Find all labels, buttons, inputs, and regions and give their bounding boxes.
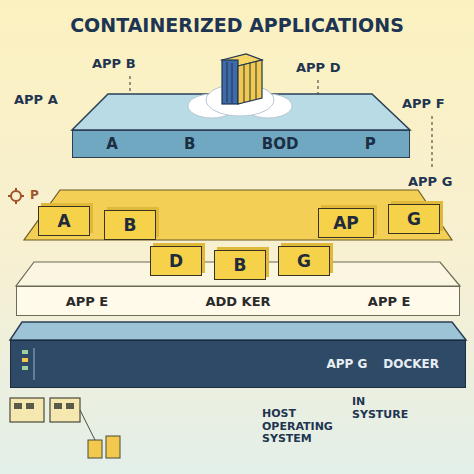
docker-layer: APP G DOCKER: [10, 340, 466, 388]
callout-label: APP B: [92, 56, 136, 71]
app-block: D: [150, 246, 202, 276]
app-block: B: [104, 210, 156, 240]
led: [22, 366, 28, 370]
app-block: B: [214, 250, 266, 280]
title: CONTAINERIZED APPLICATIONS: [0, 14, 474, 36]
panel-line: [34, 348, 35, 380]
callout-label: IN SYSTURE: [352, 396, 422, 421]
node-text: ADD KER: [205, 294, 270, 309]
node-text: APP E: [66, 294, 109, 309]
node-text: B: [184, 135, 195, 153]
block-band: [24, 190, 452, 240]
callout-label: P: [30, 188, 39, 202]
leader-line: [432, 116, 433, 170]
slab-top: [10, 322, 466, 340]
gear-icon: [8, 188, 24, 204]
node-text: G: [297, 251, 311, 271]
node-text: DOCKER: [383, 357, 439, 371]
runtime-layer: APP E ADD KER APP E: [16, 286, 460, 316]
node-text: APP E: [368, 294, 411, 309]
server-icon: [10, 398, 120, 458]
node-text: A: [57, 211, 70, 231]
callout-label: APP A: [14, 92, 58, 107]
node-text: G: [407, 209, 421, 229]
callout-label: APP F: [402, 96, 445, 111]
node-text: BOD: [262, 135, 299, 153]
node-text: D: [169, 251, 183, 271]
callout-label: HOST OPERATING SYSTEM: [262, 408, 346, 446]
led: [22, 358, 28, 362]
node-text: A: [106, 135, 118, 153]
node-text: B: [124, 215, 137, 235]
app-block: A: [38, 206, 90, 236]
callout-label: APP G: [408, 174, 452, 189]
node-text: P: [365, 135, 376, 153]
callout-label: APP D: [296, 60, 340, 75]
led: [22, 350, 28, 354]
node-text: AP: [333, 213, 359, 233]
node-text: B: [234, 255, 247, 275]
app-block: G: [388, 204, 440, 234]
platform-slab: A B BOD P: [72, 130, 410, 158]
app-block: AP: [318, 208, 374, 238]
container-icon: [222, 54, 262, 104]
app-block: G: [278, 246, 330, 276]
node-text: APP G: [326, 357, 367, 371]
